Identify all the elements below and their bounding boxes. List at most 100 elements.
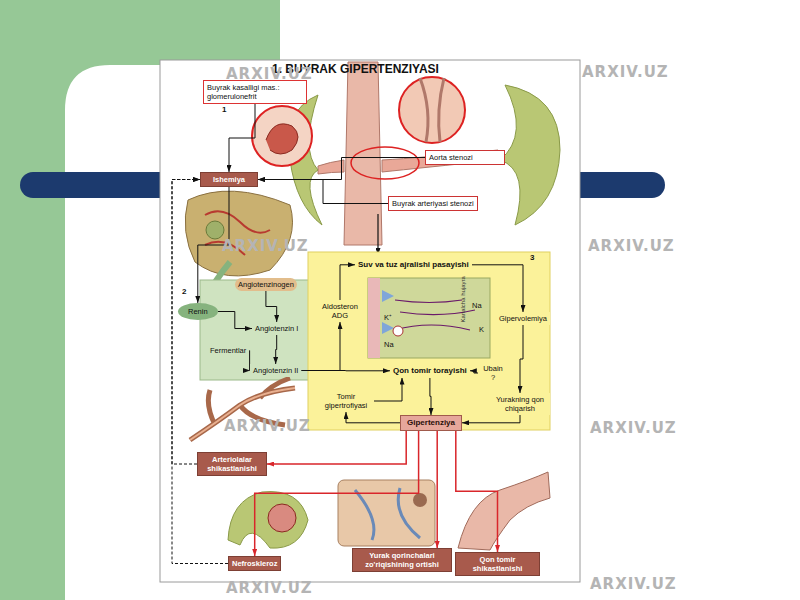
connector	[436, 431, 438, 548]
connector	[520, 325, 523, 393]
connector	[374, 378, 402, 401]
ion-label: Na	[472, 302, 482, 310]
substance-box: Fermentlar	[207, 344, 249, 357]
outcome-box: Qon tomir shikastlanishi	[455, 552, 540, 576]
process-box: Gipervolemiya	[496, 312, 550, 325]
figure-frame	[160, 60, 580, 582]
substance-box: Angiotenzin II	[250, 364, 301, 377]
renin-panel	[200, 280, 310, 380]
connector	[266, 291, 277, 322]
connector	[456, 431, 498, 552]
watermark: ARXIV.UZ	[224, 418, 311, 435]
glomerulus	[268, 504, 296, 532]
ion-label: K⁺	[384, 314, 392, 322]
process-box: Ubain ?	[478, 362, 508, 384]
damaged-vessel	[458, 472, 550, 550]
cause-box: Aorta stenozi	[425, 150, 505, 165]
outcome-box: Yurak qorinchalari zo'riqishining ortish…	[352, 548, 452, 572]
glomerulus	[266, 124, 298, 154]
process-box: Qon tomir torayishi	[390, 364, 470, 378]
connector	[462, 415, 520, 423]
glomerulus	[206, 221, 224, 239]
mechanism-panel	[308, 252, 550, 430]
kidney	[500, 85, 560, 225]
process-box: Aldosteron ADG	[316, 300, 364, 322]
callout-number: 2	[182, 288, 186, 297]
node-text: Tomir gipertrofiyasi	[321, 392, 371, 410]
node-text: Gipertenziya	[404, 418, 458, 428]
connector	[258, 180, 388, 204]
watermark: ARXIV.UZ	[590, 420, 677, 437]
aorta-narrowing	[420, 78, 444, 142]
node-text: Qon tomir shikastlanishi	[459, 555, 536, 573]
connector	[267, 431, 406, 464]
node-text: Renin	[188, 307, 208, 316]
outcome-box: Arteriolalar shikastlanishi	[197, 452, 267, 476]
outcome-box: Nefroskleroz	[228, 556, 281, 571]
connector	[302, 322, 341, 371]
connector	[218, 312, 252, 329]
node-text: Angiotenzin II	[253, 366, 298, 375]
heart-section	[338, 480, 435, 546]
renal-artery	[318, 160, 344, 174]
node-text: Angiotenzinogen	[238, 280, 294, 289]
cell-label: Kanalcha hujayra	[460, 276, 467, 322]
node-text: Ishemiya	[204, 175, 254, 184]
result-box: Gipertenziya	[400, 415, 462, 431]
watermark: ARXIV.UZ	[222, 238, 309, 255]
watermark: ARXIV.UZ	[582, 64, 669, 81]
node-text: Aorta stenozi	[429, 153, 501, 162]
cause-box: Buyrak arteriyasi stenozi	[388, 196, 478, 211]
kidney-section	[185, 191, 292, 276]
node-text: Aldosteron ADG	[319, 302, 361, 320]
node-text: Qon tomir torayishi	[393, 366, 467, 376]
connector	[172, 180, 200, 465]
node-text: Angiotenzin I	[255, 324, 298, 333]
process-box: Suv va tuz ajralishi pasayishi	[355, 258, 472, 272]
connector	[255, 431, 419, 556]
process-box: Yurakning qon chiqarish	[490, 393, 550, 415]
watermark: ARXIV.UZ	[588, 238, 675, 255]
node-text: Nefroskleroz	[232, 559, 277, 568]
connector	[258, 158, 425, 180]
node-text: Yurak qorinchalari zo'riqishining ortish…	[356, 551, 448, 569]
connector	[276, 335, 277, 364]
watermark: ARXIV.UZ	[226, 580, 313, 597]
channel-symbol	[382, 290, 394, 334]
connector	[430, 378, 431, 415]
watermark: ARXIV.UZ	[590, 576, 677, 593]
node-text: Ubain ?	[481, 364, 505, 382]
substance-box: Angiotenzinogen	[235, 278, 297, 291]
connector	[340, 265, 355, 300]
connector	[472, 265, 523, 312]
callout-number: 1	[222, 106, 226, 115]
enzyme-ellipse: Renin	[178, 303, 218, 320]
process-box: Tomir gipertrofiyasi	[318, 390, 374, 412]
connector	[470, 371, 478, 373]
pump-symbol	[393, 326, 403, 336]
connector	[229, 104, 255, 172]
heart-detail	[355, 488, 420, 540]
node-text: Gipervolemiya	[499, 314, 547, 323]
tubule-cells	[368, 278, 490, 358]
connector	[172, 180, 228, 564]
ion-label: K	[479, 326, 484, 334]
node-text: Suv va tuz ajralishi pasayishi	[358, 260, 469, 270]
ion-label: Na	[384, 341, 394, 349]
node-text: Buyrak arteriyasi stenozi	[392, 199, 474, 208]
node-text: Fermentlar	[210, 346, 246, 355]
node-text: Buyrak kasalligi mas.: glomerulonefrit	[207, 83, 303, 101]
node-text: Yurakning qon chiqarish	[493, 395, 547, 413]
aorta	[344, 62, 382, 245]
connector	[346, 412, 400, 423]
substance-box: Angiotenzin I	[252, 322, 301, 335]
node-text: Arteriolalar shikastlanishi	[201, 455, 263, 473]
stenosis-mark	[351, 147, 419, 179]
tubule-lumen	[368, 278, 380, 358]
heart-detail	[413, 493, 427, 507]
sclerotic-kidney	[228, 492, 308, 549]
callout-box: Buyrak kasalligi mas.: glomerulonefrit	[203, 80, 307, 104]
